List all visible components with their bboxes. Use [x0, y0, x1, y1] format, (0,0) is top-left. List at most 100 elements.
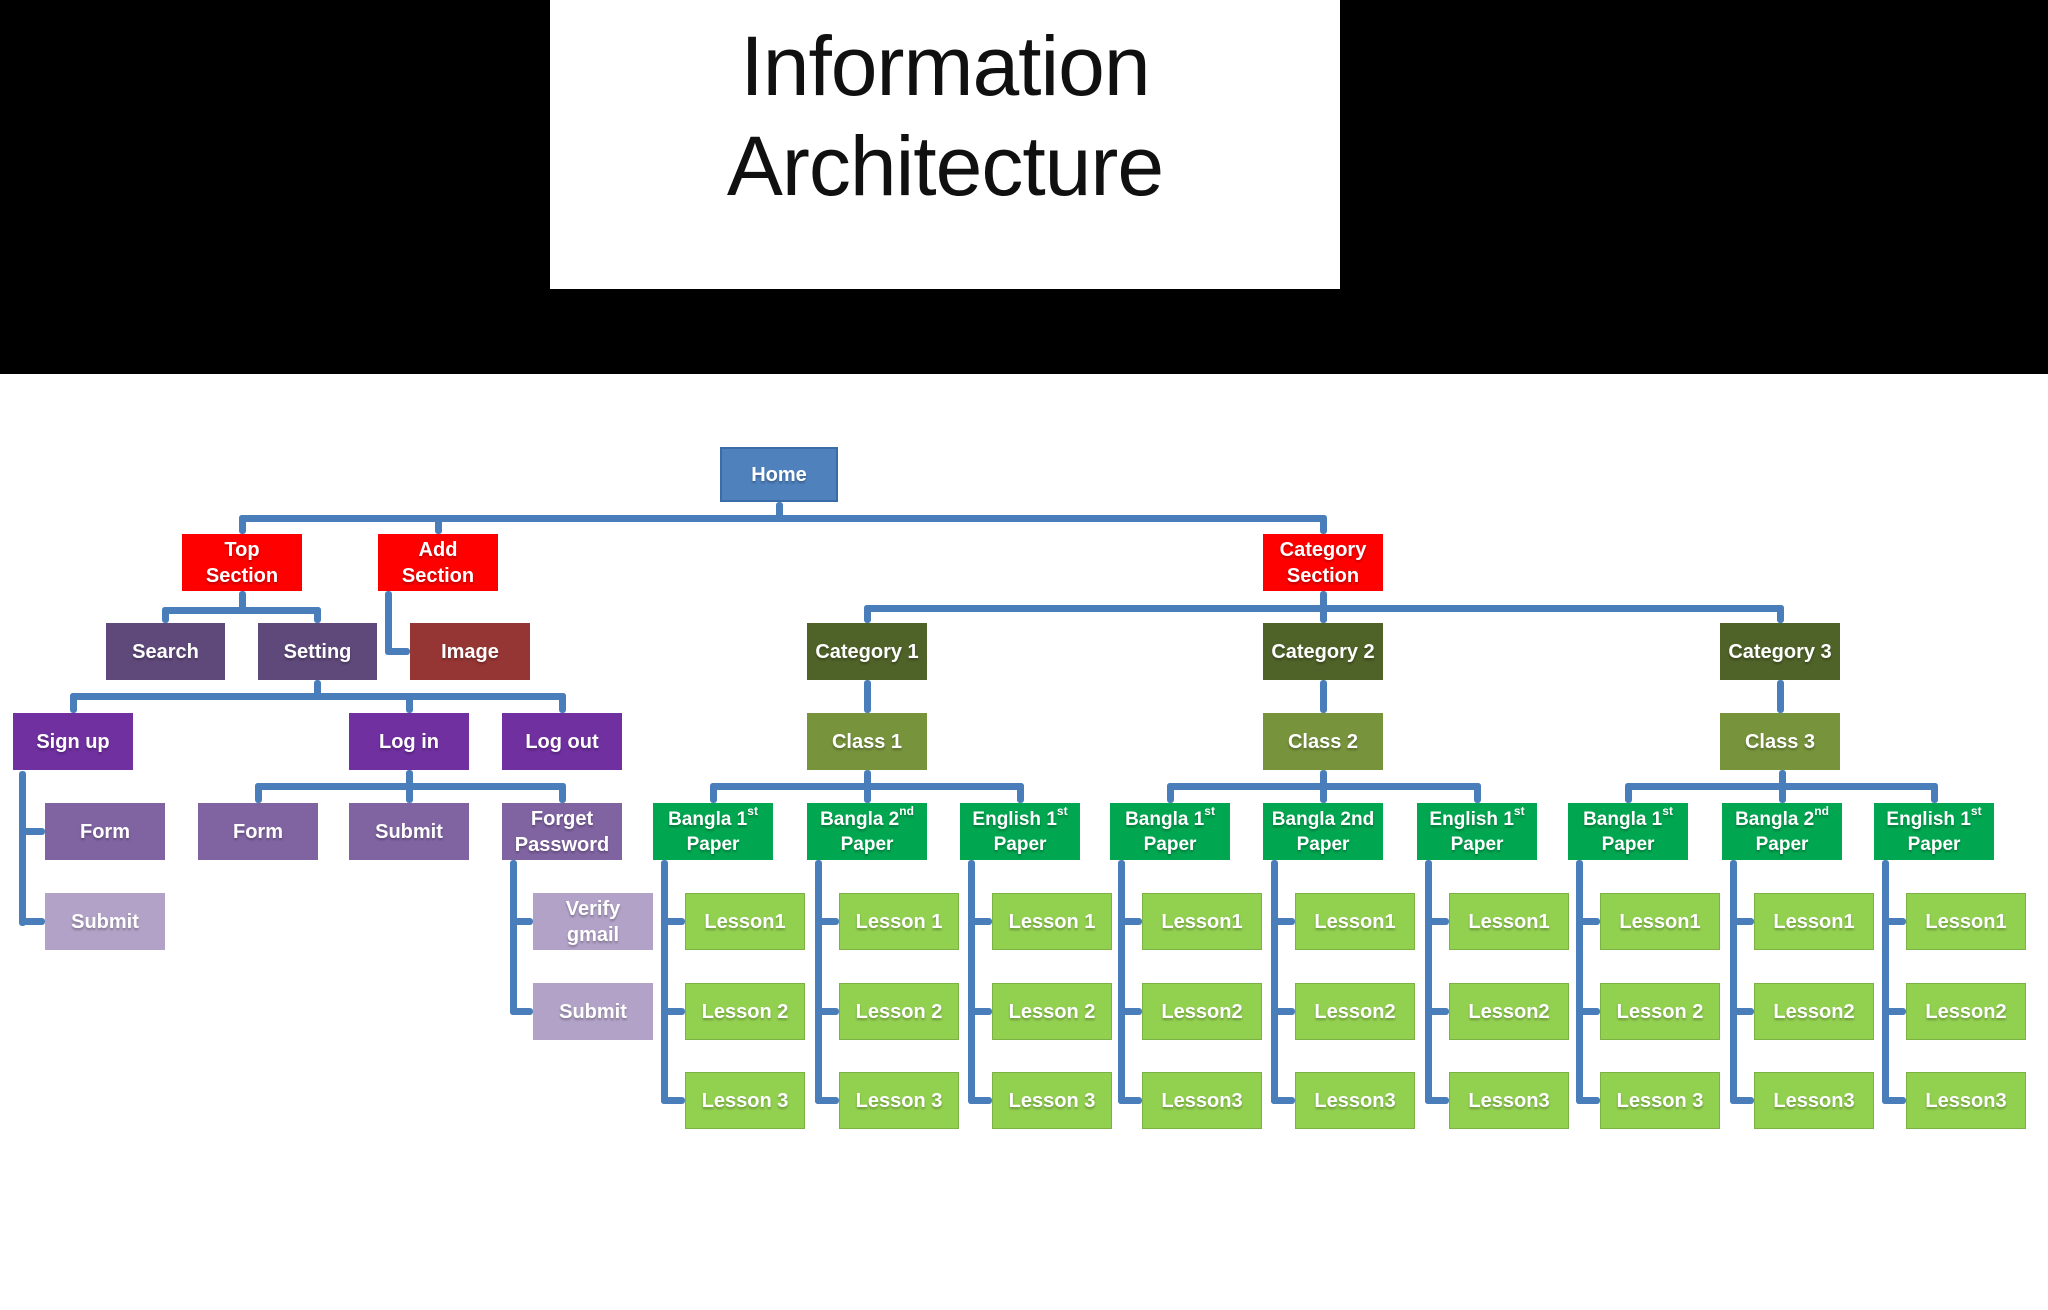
- node-label-superscript: nd: [899, 804, 914, 819]
- node-label-superscript: st: [1513, 804, 1525, 819]
- node-label: Submit: [375, 820, 443, 843]
- p31l2-node: Lesson 2: [1600, 983, 1720, 1040]
- node-label-superscript: nd: [1814, 804, 1829, 819]
- connector-line: [660, 1008, 685, 1015]
- form-signup-node: Form: [45, 803, 165, 860]
- connector-line: [1270, 918, 1295, 925]
- connector-line: [162, 607, 321, 614]
- connector-line: [1319, 515, 1327, 534]
- p13l2-node: Lesson 2: [992, 983, 1112, 1040]
- node-label: Section: [401, 564, 475, 587]
- node-label: Bangla 1: [1583, 808, 1663, 830]
- node-label: Category 2: [1271, 640, 1375, 663]
- node-label: Lesson 3: [855, 1089, 943, 1112]
- p33l3-node: Lesson3: [1906, 1072, 2026, 1129]
- connector-line: [1729, 1008, 1754, 1015]
- node-label-superscript: st: [1056, 804, 1068, 819]
- p11l1-node: Lesson1: [685, 893, 805, 950]
- connector-line: [1881, 1008, 1906, 1015]
- title-card: Information Architecture: [550, 0, 1340, 289]
- connector-line: [863, 680, 871, 713]
- node-label: English 1: [972, 808, 1057, 830]
- node-label: Lesson1: [1619, 910, 1701, 933]
- p23l1-node: Lesson1: [1449, 893, 1569, 950]
- node-label: gmail: [566, 923, 620, 946]
- node-label: Lesson 3: [701, 1089, 789, 1112]
- node-label-superscript: st: [1204, 804, 1215, 819]
- setting-node: Setting: [258, 623, 377, 680]
- search-node: Search: [106, 623, 225, 680]
- connector-line: [863, 605, 871, 623]
- connector-line: [1881, 860, 1889, 1104]
- class-1-node: Class 1: [807, 713, 927, 770]
- node-label: Class 1: [831, 730, 903, 753]
- category-3-node: Category 3: [1720, 623, 1840, 680]
- connector-line: [18, 918, 45, 925]
- connector-line: [18, 828, 45, 835]
- log-in-node: Log in: [349, 713, 469, 770]
- node-label: Class 2: [1287, 730, 1359, 753]
- connector-line: [254, 783, 566, 790]
- connector-line: [660, 860, 668, 1104]
- p33l1-node: Lesson1: [1906, 893, 2026, 950]
- node-label: Top: [224, 538, 260, 561]
- home-node: Home: [720, 447, 838, 502]
- node-label: Lesson1: [704, 910, 786, 933]
- connector-line: [1575, 1008, 1600, 1015]
- connector-line: [69, 693, 566, 700]
- form-login-node: Form: [198, 803, 318, 860]
- node-label: Lesson3: [1314, 1089, 1396, 1112]
- connector-line: [1117, 918, 1142, 925]
- connector-line: [967, 860, 975, 1104]
- connector-line: [1424, 1097, 1449, 1104]
- connector-line: [1270, 860, 1278, 1104]
- node-label: Lesson 1: [855, 910, 943, 933]
- node-label: Bangla 2: [1735, 808, 1815, 830]
- node-label: Category: [1279, 538, 1367, 561]
- connector-line: [509, 860, 517, 1015]
- node-label: English 1: [1886, 808, 1971, 830]
- connector-line: [384, 591, 392, 655]
- node-label: Verify: [565, 897, 621, 920]
- connector-line: [1117, 860, 1125, 1104]
- node-label: Class 3: [1744, 730, 1816, 753]
- node-label: Lesson3: [1161, 1089, 1243, 1112]
- node-label: Lesson2: [1314, 1000, 1396, 1023]
- node-label: Image: [441, 640, 499, 663]
- connector-line: [1473, 783, 1481, 803]
- connector-line: [967, 918, 992, 925]
- page-title-line1: Information: [740, 19, 1150, 113]
- connector-line: [384, 648, 410, 655]
- node-label: Paper: [1601, 833, 1655, 855]
- connector-line: [1166, 783, 1174, 803]
- connector-line: [1319, 591, 1327, 609]
- connector-line: [405, 693, 413, 713]
- node-label: Bangla 1: [1125, 808, 1205, 830]
- node-label: Form: [233, 820, 283, 843]
- p21l2-node: Lesson2: [1142, 983, 1262, 1040]
- p31l1-node: Lesson1: [1600, 893, 1720, 950]
- category-2-node: Category 2: [1263, 623, 1383, 680]
- connector-line: [1776, 605, 1784, 623]
- node-label: Bangla 2nd: [1271, 808, 1375, 830]
- connector-line: [558, 693, 566, 713]
- connector-line: [1729, 1097, 1754, 1104]
- node-label: Paper: [993, 833, 1047, 855]
- connector-line: [254, 783, 262, 803]
- p21l3-node: Lesson3: [1142, 1072, 1262, 1129]
- connector-line: [1930, 783, 1938, 803]
- connector-line: [1881, 1097, 1906, 1104]
- connector-line: [1729, 918, 1754, 925]
- node-label: Sign up: [36, 730, 110, 753]
- connector-line: [660, 1097, 685, 1104]
- connector-line: [314, 680, 321, 697]
- connector-line: [162, 607, 169, 623]
- connector-line: [1424, 1008, 1449, 1015]
- p32l3-node: Lesson3: [1754, 1072, 1874, 1129]
